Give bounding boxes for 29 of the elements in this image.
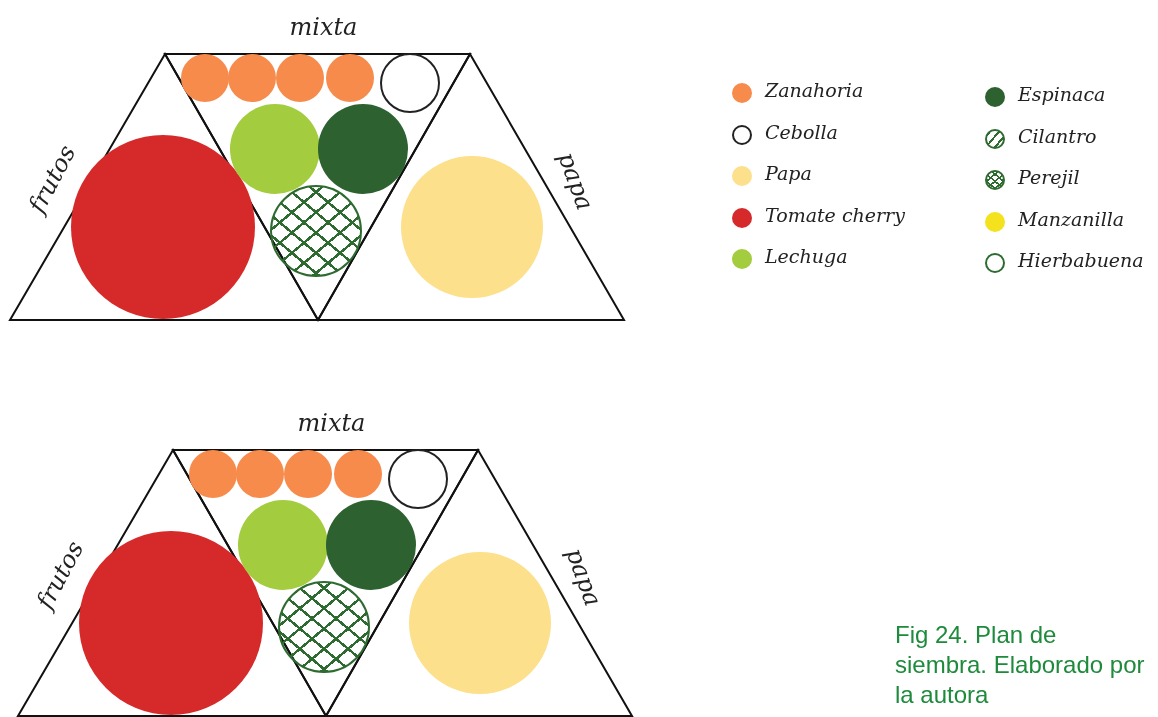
legend-label: Hierbabuena — [1018, 249, 1144, 271]
legend-label: Perejil — [1018, 166, 1080, 188]
plant-circle — [326, 54, 374, 102]
plant-circle — [326, 500, 416, 590]
legend-label: Cilantro — [1018, 124, 1097, 147]
plant-circle — [380, 53, 440, 113]
plant-circle — [189, 450, 237, 498]
plant-circle — [284, 450, 332, 498]
legend-label: Espinaca — [1018, 83, 1106, 105]
plant-circle — [181, 54, 229, 102]
plant-circle — [236, 450, 284, 498]
plant-circle — [318, 104, 408, 194]
bed-label: mixta — [289, 13, 358, 41]
legend-label: Zanahoria — [765, 79, 864, 101]
plant-circle — [276, 54, 324, 102]
plant-circle — [230, 104, 320, 194]
legend-label: Cebolla — [765, 120, 838, 143]
plant-circle — [334, 450, 382, 498]
plant-circle — [238, 500, 328, 590]
bed-label: papa — [552, 148, 599, 214]
bed-label: mixta — [297, 409, 366, 437]
legend-label: Manzanilla — [1018, 207, 1125, 230]
plant-circle — [228, 54, 276, 102]
bed-label: papa — [560, 544, 607, 610]
legend-label: Lechuga — [765, 245, 848, 267]
legend-label: Papa — [765, 162, 812, 184]
legend-label: Tomate cherry — [765, 203, 905, 226]
plant-circle — [388, 449, 448, 509]
figure-caption: Fig 24. Plan de siembra. Elaborado por la autora — [895, 620, 1145, 710]
